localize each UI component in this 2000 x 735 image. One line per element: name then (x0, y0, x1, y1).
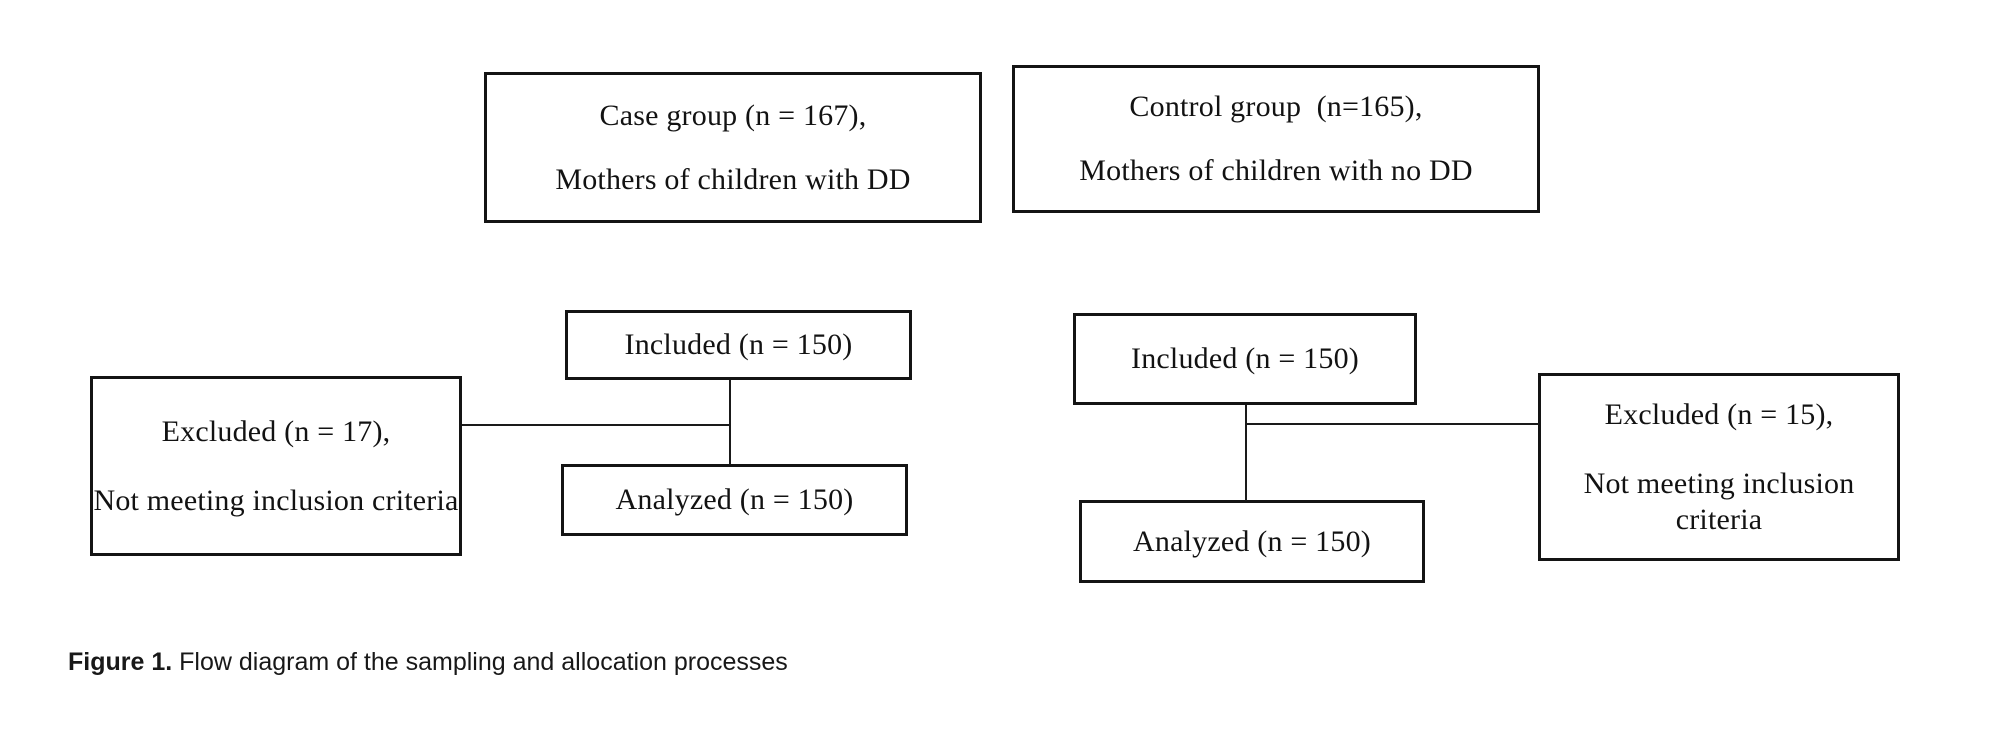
case-group-box: Case group (n = 167), Mothers of childre… (484, 72, 982, 223)
case-group-line-2: Mothers of children with DD (555, 162, 911, 196)
control-excluded-connector (1245, 423, 1539, 425)
control-included-label: Included (n = 150) (1131, 342, 1359, 375)
case-excluded-box: Excluded (n = 17), Not meeting inclusion… (90, 376, 462, 556)
control-group-box: Control group (n=165), Mothers of childr… (1012, 65, 1540, 213)
case-included-to-analyzed-connector (729, 380, 731, 465)
case-analyzed-box: Analyzed (n = 150) (561, 464, 908, 536)
control-analyzed-box: Analyzed (n = 150) (1079, 500, 1425, 583)
figure-caption-text: Flow diagram of the sampling and allocat… (172, 648, 788, 676)
case-included-label: Included (n = 150) (624, 328, 853, 361)
control-excluded-line-1: Excluded (n = 15), (1604, 397, 1834, 431)
control-included-box: Included (n = 150) (1073, 313, 1417, 405)
control-analyzed-label: Analyzed (n = 150) (1133, 524, 1371, 558)
case-excluded-line-1: Excluded (n = 17), (161, 414, 391, 448)
control-excluded-box: Excluded (n = 15), Not meeting inclusion… (1538, 373, 1900, 561)
case-excluded-line-2: Not meeting inclusion criteria (93, 484, 459, 517)
control-included-to-analyzed-connector (1245, 405, 1247, 501)
control-group-line-2: Mothers of children with no DD (1079, 154, 1473, 187)
case-analyzed-label: Analyzed (n = 150) (615, 483, 854, 516)
case-group-line-1: Case group (n = 167), (599, 98, 867, 132)
control-excluded-line-2: Not meeting inclusion criteria (1583, 467, 1855, 536)
control-group-line-1: Control group (n=165), (1129, 90, 1423, 123)
figure-caption: Figure 1. Flow diagram of the sampling a… (68, 648, 788, 677)
case-excluded-connector (462, 424, 730, 426)
case-included-box: Included (n = 150) (565, 310, 912, 380)
figure-caption-label: Figure 1. (68, 648, 173, 676)
